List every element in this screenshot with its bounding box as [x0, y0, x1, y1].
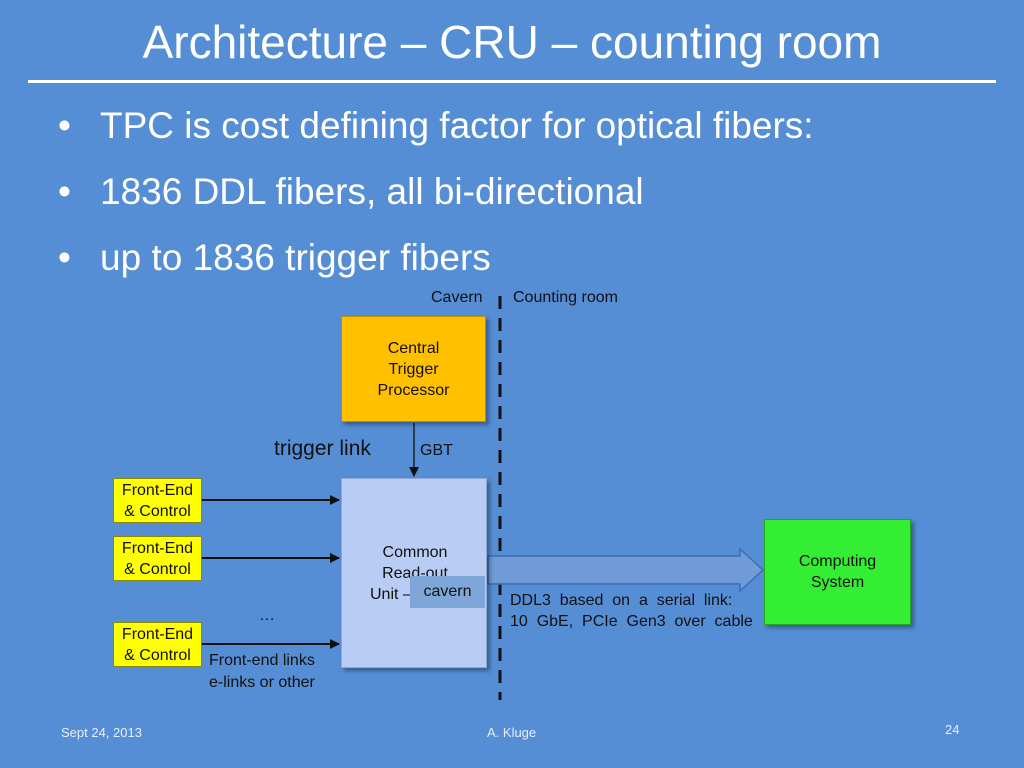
- cru-label-line: Common: [382, 544, 448, 561]
- cavern-tag: cavern: [410, 576, 485, 608]
- ctp-label-line: Trigger: [388, 361, 439, 378]
- front-end-label-line: & Control: [124, 647, 191, 664]
- ddl-link-label: 10 GbE, PCIe Gen3 over cable: [510, 613, 753, 630]
- front-end-links-label: e-links or other: [209, 674, 315, 691]
- bullet-item: • up to 1836 trigger fibers: [58, 236, 814, 302]
- bullet-text: up to 1836 trigger fibers: [100, 237, 491, 278]
- front-end-label-line: & Control: [124, 561, 191, 578]
- footer-date: Sept 24, 2013: [61, 725, 142, 740]
- slide-title: Architecture – CRU – counting room: [142, 16, 882, 68]
- ctp-label-line: Processor: [377, 382, 450, 399]
- cavern-region-label: Cavern: [431, 289, 483, 306]
- ctp-label-line: Central: [387, 340, 440, 357]
- front-end-links-label: Front-end links: [209, 652, 315, 669]
- computing-system-box: Computing System: [764, 519, 911, 625]
- bullet-dot: •: [58, 171, 71, 212]
- front-end-label-line: Front-End: [121, 540, 194, 557]
- front-end-label-line: & Control: [124, 503, 191, 520]
- bullet-item: • TPC is cost defining factor for optica…: [58, 104, 814, 170]
- bullet-text: 1836 DDL fibers, all bi-directional: [100, 171, 644, 212]
- computing-label-line: Computing: [798, 553, 877, 570]
- counting-room-region-label: Counting room: [513, 289, 618, 306]
- bullet-dot: •: [58, 105, 71, 146]
- central-trigger-processor-box: Central Trigger Processor: [341, 316, 486, 422]
- bullet-item: • 1836 DDL fibers, all bi-directional: [58, 170, 814, 236]
- front-end-label-line: Front-End: [121, 482, 194, 499]
- front-end-label-line: Front-End: [121, 626, 194, 643]
- title-divider: [28, 80, 996, 83]
- gbt-label: GBT: [420, 442, 453, 459]
- front-end-control-box: Front-End & Control: [113, 536, 202, 581]
- computing-label-line: System: [810, 574, 865, 591]
- ddl-block-arrow: [487, 547, 765, 593]
- footer-author: A. Kluge: [487, 725, 537, 740]
- trigger-link-label: trigger link: [274, 437, 371, 460]
- common-readout-unit-box: Common Read-out Unit –: [341, 478, 487, 668]
- bullet-list: • TPC is cost defining factor for optica…: [58, 104, 814, 302]
- bullet-dot: •: [58, 237, 71, 278]
- front-end-control-box: Front-End & Control: [113, 622, 202, 667]
- front-end-control-box: Front-End & Control: [113, 478, 202, 523]
- bullet-text: TPC is cost defining factor for optical …: [100, 105, 814, 146]
- page-number: 24: [945, 722, 960, 737]
- cru-label-line: Unit –: [370, 586, 412, 603]
- ellipsis-label: …: [259, 607, 275, 624]
- ddl-link-label: DDL3 based on a serial link:: [510, 592, 733, 609]
